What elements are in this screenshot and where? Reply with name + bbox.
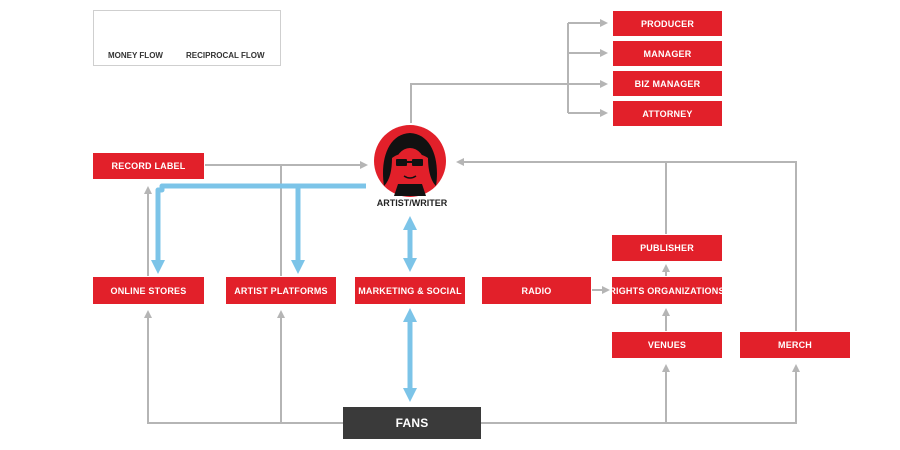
- biz-manager-node: BIZ MANAGER: [613, 71, 722, 96]
- record-label-node: RECORD LABEL: [93, 153, 204, 179]
- legend-money-flow-label: MONEY FLOW: [108, 51, 163, 60]
- legend-reciprocal-flow-label: RECIPROCAL FLOW: [186, 51, 265, 60]
- artist-avatar-icon: [374, 125, 446, 197]
- radio-node: RADIO: [482, 277, 591, 304]
- artist-platforms-node: ARTIST PLATFORMS: [226, 277, 336, 304]
- legend: MONEY FLOW RECIPROCAL FLOW: [93, 10, 281, 66]
- manager-node: MANAGER: [613, 41, 722, 66]
- artist-writer-label: ARTIST/WRITER: [376, 198, 448, 208]
- producer-node: PRODUCER: [613, 11, 722, 36]
- online-stores-node: ONLINE STORES: [93, 277, 204, 304]
- reciprocal-flow-lines: [151, 183, 417, 402]
- merch-node: MERCH: [740, 332, 850, 358]
- venues-node: VENUES: [612, 332, 722, 358]
- fans-node: FANS: [343, 407, 481, 439]
- marketing-social-node: MARKETING & SOCIAL: [355, 277, 465, 304]
- rights-organizations-node: RIGHTS ORGANIZATIONS: [609, 277, 724, 304]
- attorney-node: ATTORNEY: [613, 101, 722, 126]
- publisher-node: PUBLISHER: [612, 235, 722, 261]
- money-flow-lines: [144, 19, 800, 424]
